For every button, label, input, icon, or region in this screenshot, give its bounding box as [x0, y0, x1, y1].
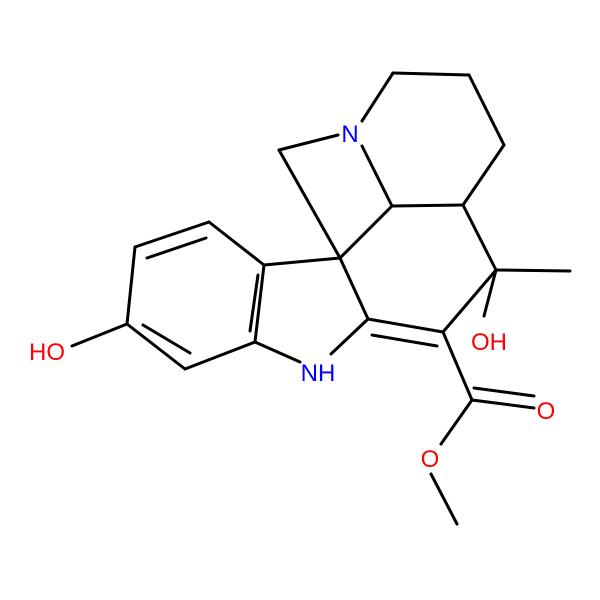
bond: [338, 204, 394, 260]
bond: [472, 386, 536, 398]
bond: [461, 143, 506, 207]
bond: [467, 73, 506, 147]
bond: [470, 398, 536, 410]
phenol-hydroxyl-label: HO: [29, 339, 65, 366]
bond: [207, 220, 266, 267]
bond: [183, 340, 257, 371]
nitrogen-atom-label: N: [341, 121, 358, 148]
bond: [494, 268, 572, 273]
bond: [360, 144, 394, 208]
bond: [441, 330, 474, 402]
bond: [277, 148, 342, 260]
bond: [439, 398, 474, 446]
bond: [248, 273, 260, 333]
ester-oxygen-label: O: [421, 446, 440, 473]
carbonyl-oxygen-label: O: [537, 398, 556, 425]
bond: [253, 340, 302, 364]
bond: [329, 317, 370, 356]
atom-label-layer: N NH HO OH O O: [29, 121, 555, 473]
bond: [366, 317, 445, 334]
bond: [391, 71, 471, 77]
bond: [253, 263, 266, 344]
bond: [145, 236, 208, 260]
bond: [125, 245, 137, 326]
bond: [390, 203, 465, 208]
bond: [338, 256, 370, 321]
indole-nh-label: NH: [301, 360, 336, 387]
bond: [277, 133, 340, 152]
bond: [133, 220, 211, 249]
bond: [441, 268, 498, 334]
bond: [141, 323, 192, 355]
bond-layer: [70, 71, 572, 526]
bond: [429, 472, 459, 526]
bond: [360, 71, 395, 123]
bond: [262, 256, 342, 267]
bond: [125, 322, 187, 371]
bond: [70, 322, 129, 348]
bond: [370, 333, 439, 348]
hydroxyethyl-hydroxyl-label: OH: [471, 329, 507, 356]
bond: [482, 268, 498, 318]
bond: [461, 203, 498, 272]
